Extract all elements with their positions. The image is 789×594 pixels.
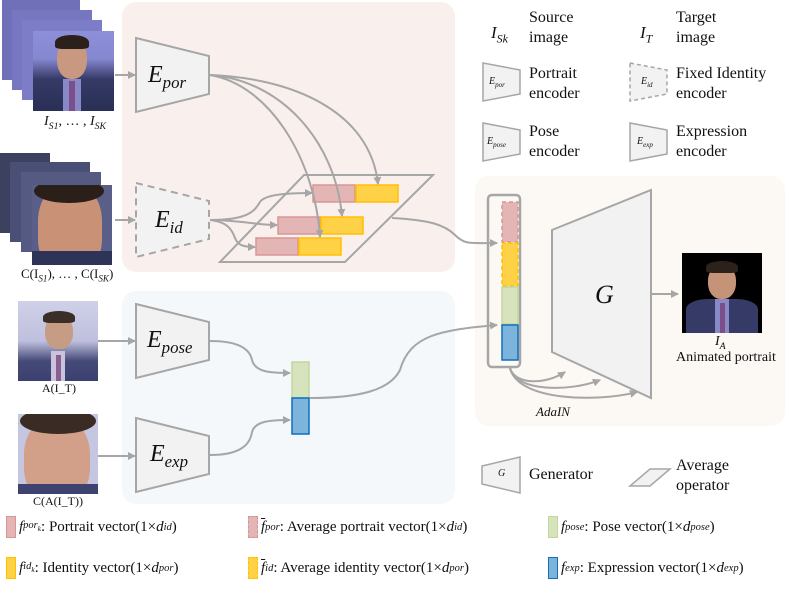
legend-generator-icon-label: G bbox=[498, 468, 506, 479]
avg-identity-vector bbox=[501, 242, 519, 287]
source-image bbox=[33, 31, 114, 111]
vector-pair-3 bbox=[255, 237, 342, 256]
legend-average-icon bbox=[627, 468, 673, 487]
target-crop-caption: C(A(I_T)) bbox=[33, 494, 83, 508]
legend-portrait-encoder-icon bbox=[482, 62, 521, 102]
legend-expression-encoder-icon bbox=[629, 122, 668, 162]
eexp-curve bbox=[209, 416, 291, 456]
eid-curve-1 bbox=[209, 189, 313, 221]
legend-source-symbol: ISk bbox=[491, 23, 508, 46]
target-augmented-image bbox=[18, 301, 98, 381]
expression-encoder-shape bbox=[135, 416, 210, 494]
animated-portrait-image bbox=[682, 253, 762, 333]
avg-identity-vector-swatch bbox=[248, 557, 258, 579]
pose-vector bbox=[291, 361, 310, 399]
cropped-source-image bbox=[32, 185, 112, 265]
avg-portrait-vector bbox=[501, 201, 519, 243]
portrait-vector-swatch bbox=[6, 516, 16, 538]
legend-average-label: Average operator bbox=[676, 457, 730, 494]
concat-pose-vector bbox=[501, 286, 519, 325]
concat-vector-frame bbox=[486, 193, 522, 369]
target-crop-image bbox=[18, 414, 98, 494]
legend-pose-label: Pose encoder bbox=[529, 123, 580, 160]
vector-pair-2 bbox=[277, 216, 364, 235]
avg-portrait-vector-swatch bbox=[248, 516, 258, 538]
motion-to-concat-curve bbox=[309, 321, 498, 399]
legend-identity-label: Fixed Identity encoder bbox=[676, 65, 767, 102]
identity-vector-swatch bbox=[6, 557, 16, 579]
legend-portrait-icon-label: Epor bbox=[489, 76, 505, 89]
concat-exp-vector bbox=[501, 324, 519, 361]
legend-pose-encoder-icon bbox=[482, 122, 521, 162]
legend-generator-label: Generator bbox=[529, 466, 593, 483]
epor-curve-2 bbox=[209, 74, 346, 217]
generator-label: G bbox=[595, 280, 614, 309]
pose-encoder-label: Epose bbox=[147, 327, 193, 357]
legend-expression-label: Expression encoder bbox=[676, 123, 748, 160]
portrait-encoder-label: Epor bbox=[148, 62, 186, 92]
legend-pose-icon-label: Epose bbox=[487, 136, 506, 149]
epor-curve-1 bbox=[209, 74, 382, 185]
generator-shape bbox=[551, 188, 652, 400]
exp-vector-swatch bbox=[548, 557, 558, 579]
output-caption: Animated portrait bbox=[676, 350, 776, 365]
portrait-encoder-shape bbox=[135, 36, 210, 114]
pose-encoder-shape bbox=[135, 302, 210, 380]
legend-source-label: Source image bbox=[529, 9, 574, 46]
legend-target-label: Target image bbox=[676, 9, 717, 46]
expression-vector bbox=[291, 397, 310, 435]
legend-generator-icon bbox=[481, 456, 521, 494]
legend-target-symbol: IT bbox=[640, 23, 653, 46]
epor-curve-3 bbox=[209, 74, 324, 238]
expression-encoder-label: Eexp bbox=[150, 441, 188, 471]
legend-identity-icon-label: Eid bbox=[641, 76, 653, 89]
adain-curve-3 bbox=[509, 367, 638, 399]
vector-pair-1 bbox=[312, 184, 399, 203]
legend-portrait-label: Portrait encoder bbox=[529, 65, 580, 102]
identity-encoder-shape bbox=[135, 181, 210, 259]
average-operator-shape bbox=[217, 174, 436, 263]
legend-expression-icon-label: Eexp bbox=[637, 136, 653, 149]
eid-curve-2 bbox=[209, 219, 278, 229]
adain-label: AdaIN bbox=[536, 404, 570, 419]
avg-to-concat-curve bbox=[391, 217, 498, 248]
eid-curve-3 bbox=[209, 219, 256, 251]
legend-identity-encoder-icon bbox=[629, 62, 668, 102]
source-caption: IS1, … , ISK bbox=[44, 114, 107, 132]
pose-vector-swatch bbox=[548, 516, 558, 538]
output-symbol: IA bbox=[715, 334, 726, 352]
target-aug-caption: A(I_T) bbox=[42, 381, 76, 395]
cropped-source-caption: C(IS1), … , C(ISK) bbox=[21, 266, 114, 284]
epose-curve bbox=[209, 340, 291, 377]
identity-encoder-label: Eid bbox=[155, 207, 183, 237]
